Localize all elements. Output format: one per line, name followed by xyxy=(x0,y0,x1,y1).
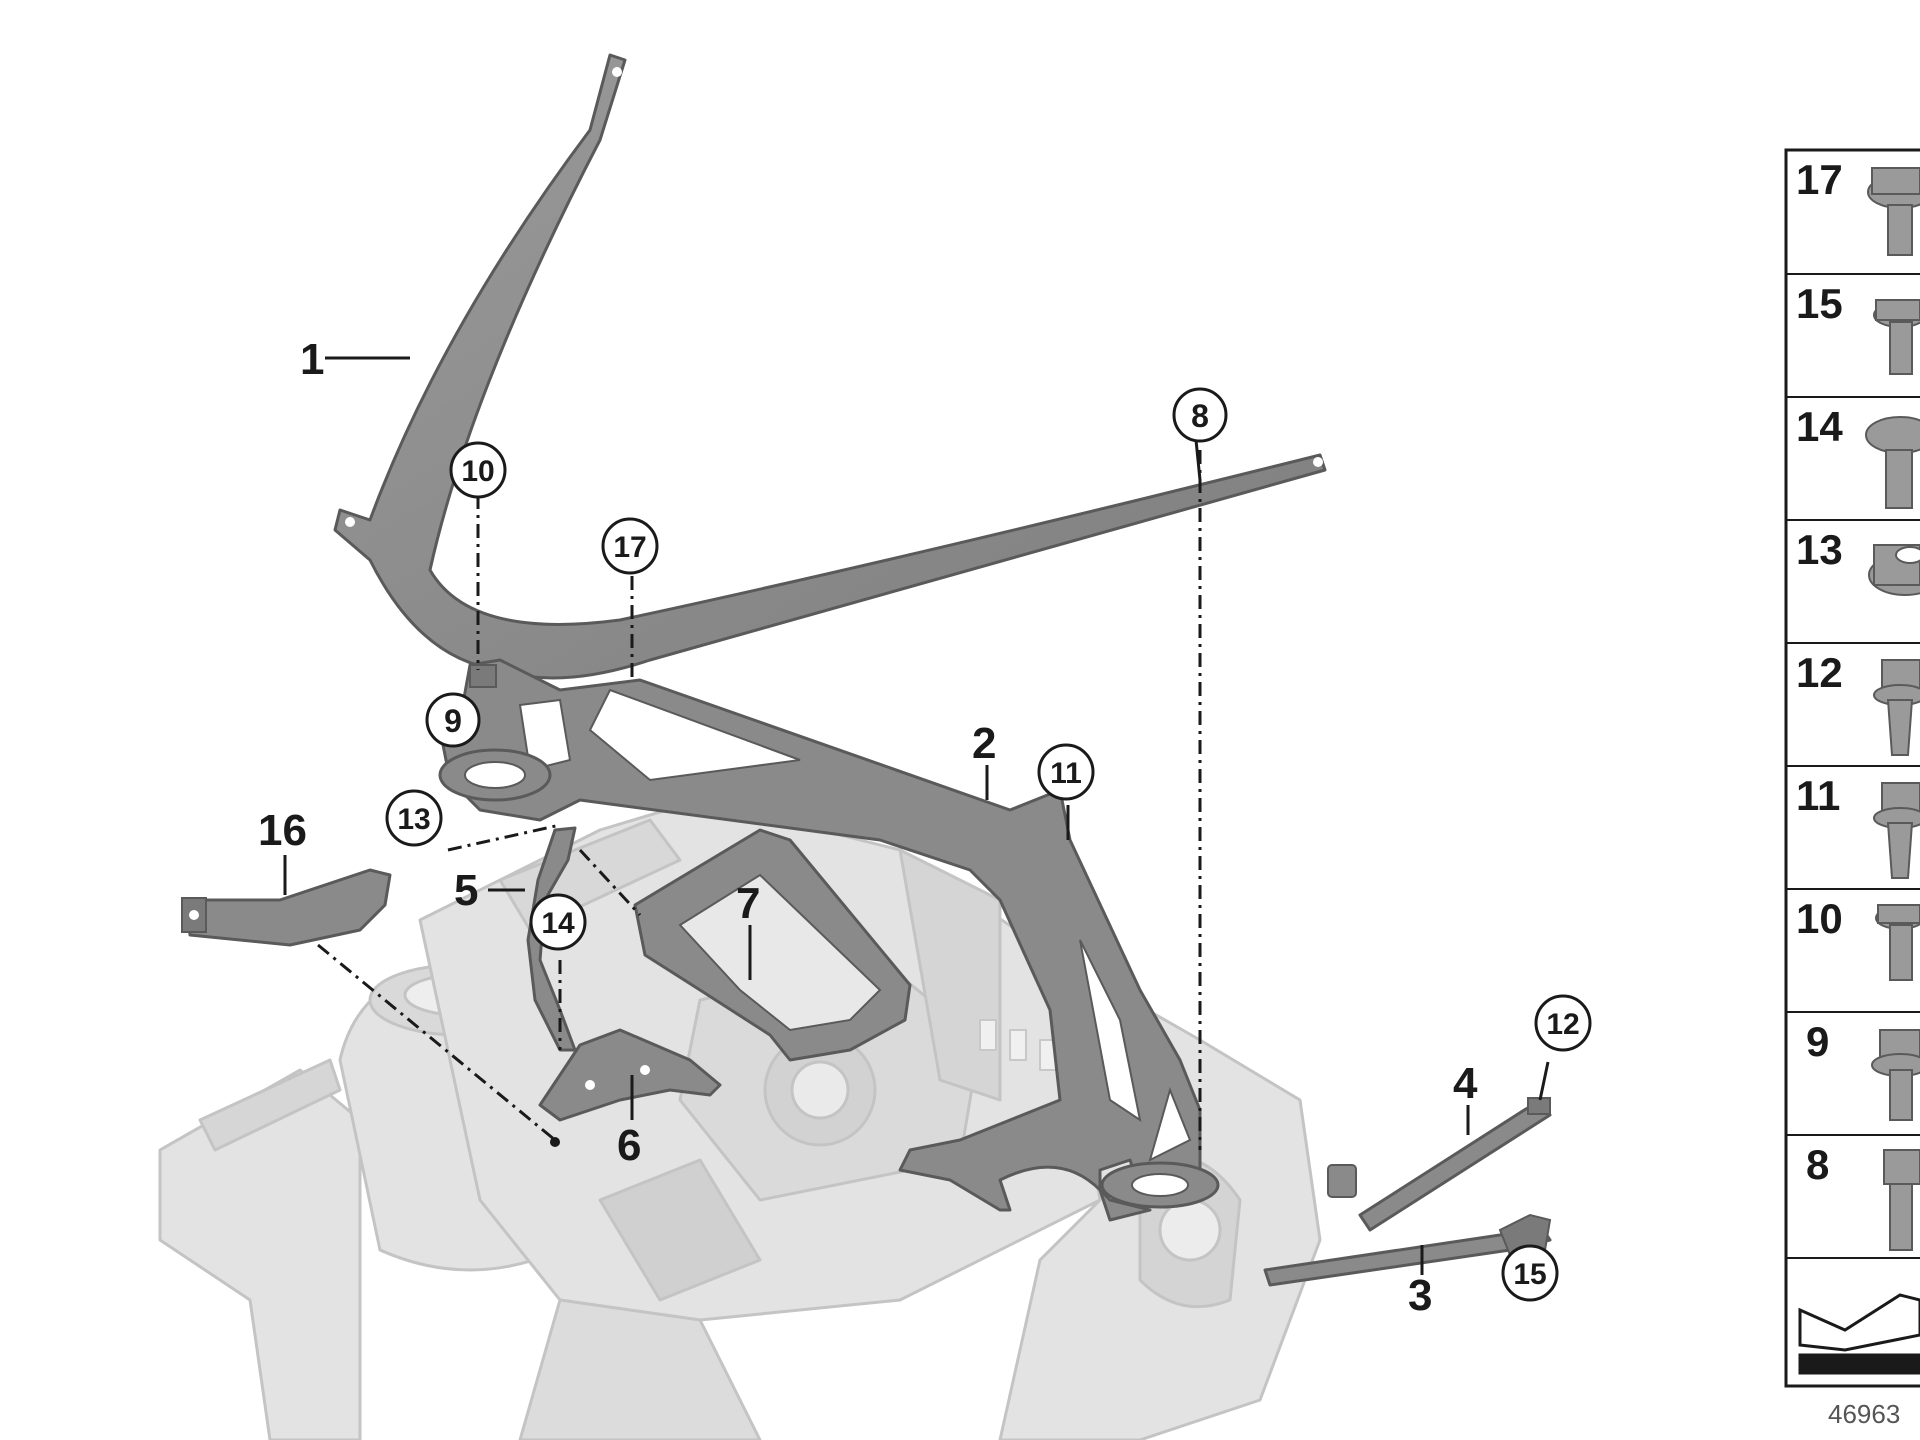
callout-8-label: 8 xyxy=(1191,398,1209,434)
legend-fastener-10-icon xyxy=(1875,904,1920,981)
callout-15-label: 15 xyxy=(1513,1258,1546,1291)
part-3-tie-rod xyxy=(1263,1213,1552,1287)
legend-label-9: 9 xyxy=(1806,1018,1829,1065)
callout-9-label: 9 xyxy=(444,703,462,739)
direction-arrow-icon xyxy=(1798,1293,1920,1375)
part-7-frame xyxy=(633,828,912,1062)
part-6-hole xyxy=(585,1080,595,1090)
legend-fastener-9-icon xyxy=(1871,1029,1920,1121)
leader-end-dot xyxy=(550,1137,560,1147)
part-1-strut-brace xyxy=(333,53,1327,680)
callout-5: 5 xyxy=(454,866,478,915)
callouts-circled: 8 9 10 11 12 13 14 15 xyxy=(385,387,1592,1302)
callout-3: 3 xyxy=(1408,1271,1432,1320)
callout-11-label: 11 xyxy=(1050,757,1082,790)
callout-16: 16 xyxy=(258,806,307,855)
legend-label-11: 11 xyxy=(1796,772,1840,819)
legend-fastener-15-icon xyxy=(1873,299,1920,375)
callout-12: 12 xyxy=(1534,994,1592,1052)
legend-label-12: 12 xyxy=(1796,649,1843,696)
part-4-tie-rod xyxy=(1358,1097,1552,1232)
leader-lines xyxy=(283,356,1550,1275)
part-1-mount-hole-right xyxy=(1313,457,1323,467)
legend-fastener-14-icon xyxy=(1865,416,1920,509)
callout-6: 6 xyxy=(617,1121,641,1170)
callout-13: 13 xyxy=(385,789,443,847)
callout-10: 10 xyxy=(449,441,507,499)
part-1-mount-hole-left xyxy=(345,517,355,527)
callout-14: 14 xyxy=(529,893,587,951)
callout-15: 15 xyxy=(1501,1244,1559,1302)
callout-11: 11 xyxy=(1037,743,1095,801)
callout-13-label: 13 xyxy=(397,803,430,836)
legend-fastener-17-icon xyxy=(1867,167,1920,256)
callout-8: 8 xyxy=(1172,387,1228,443)
legend-label-15: 15 xyxy=(1796,280,1843,327)
fastener-legend: 17 15 14 13 12 11 10 9 8 xyxy=(1784,148,1920,1388)
legend-fastener-13-icon xyxy=(1868,544,1920,596)
callout-10-label: 10 xyxy=(461,455,494,488)
callout-2: 2 xyxy=(972,719,996,768)
legend-label-17: 17 xyxy=(1796,156,1843,203)
part-6-hole xyxy=(640,1065,650,1075)
callouts-plain: 1 2 3 4 5 6 7 16 xyxy=(258,335,1478,1320)
diagram-reference-number: 46963 xyxy=(1828,1399,1900,1429)
legend-label-13: 13 xyxy=(1796,526,1843,573)
callout-12-label: 12 xyxy=(1546,1008,1579,1041)
callout-4: 4 xyxy=(1453,1059,1478,1108)
part-2-brace-frame xyxy=(438,658,1357,1222)
legend-fastener-11-icon xyxy=(1873,782,1920,879)
legend-label-8: 8 xyxy=(1806,1141,1829,1188)
callout-14-label: 14 xyxy=(541,907,575,940)
part-5-bracket xyxy=(526,826,577,1052)
callout-17-label: 17 xyxy=(613,531,646,564)
callout-17: 17 xyxy=(601,517,659,575)
part-1-mount-hole-top xyxy=(612,67,622,77)
part-6-mount-plate xyxy=(538,1028,722,1122)
callout-1: 1 xyxy=(300,335,324,384)
legend-fastener-8-icon xyxy=(1883,1149,1920,1251)
legend-label-10: 10 xyxy=(1796,895,1843,942)
part-16-bracket xyxy=(181,868,392,947)
callout-9: 9 xyxy=(425,692,481,748)
legend-label-14: 14 xyxy=(1796,403,1843,450)
legend-fastener-12-icon xyxy=(1873,659,1920,756)
callout-7: 7 xyxy=(736,879,760,928)
